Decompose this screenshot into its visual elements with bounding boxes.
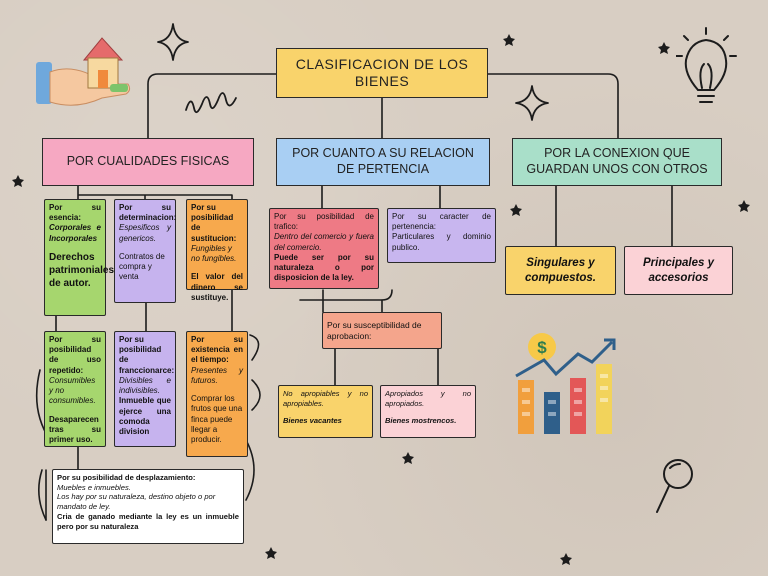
sustitucion-strong: El valor del dinero se sustituye.: [191, 272, 243, 302]
page-title: CLASIFICACION DE LOS BIENES: [276, 48, 488, 98]
fraccion-strong: Inmueble que ejerce una comoda division: [119, 396, 171, 437]
determinacion-body: Espesificos y genericos.: [119, 223, 171, 243]
growth-chart-icon: $: [515, 333, 616, 434]
desplazamiento-strong: Cria de ganado mediante la ley es un inm…: [57, 511, 239, 531]
connector-relacion-bar: [321, 184, 441, 211]
sparkle-icon: [157, 23, 549, 121]
lightbulb-icon: [676, 27, 737, 103]
caracter-head: Por su caracter de pertenencia:: [392, 212, 491, 232]
box-desplazamiento: Por su posibilidad de desplazamiento: Mu…: [52, 469, 244, 544]
existencia-extra: Comprar los frutos que una finca puede l…: [191, 394, 243, 445]
box-sustitucion: Por su posibilidad de sustitucion: Fungi…: [186, 199, 248, 302]
box-caracter: Por su caracter de pertenencia: Particul…: [387, 208, 496, 263]
connector-fisicas-right: [249, 334, 261, 411]
aprobacion-head: Por su susceptibilidad de aprobacion:: [327, 319, 422, 341]
star-icon: [12, 34, 750, 565]
box-aprobacion: Por su susceptibilidad de aprobacion:: [322, 312, 442, 349]
esencia-strong: Derechos patrimoniales de autor.: [49, 251, 115, 289]
determinacion-extra: Contratos de compra y venta: [119, 251, 165, 282]
no-apropiables-strong: Bienes vacantes: [283, 416, 342, 426]
connector-fisicas-down: [45, 439, 255, 521]
box-determinacion: Por su determinacion: Espesificos y gene…: [114, 199, 176, 303]
connector-relacion-mid: [299, 289, 393, 301]
desplazamiento-body1: Muebles e inmuebles.: [57, 482, 131, 492]
determinacion-head: Por su determinacion:: [119, 203, 177, 223]
box-principales: Principales y accesorios: [624, 246, 733, 295]
connector-title-right: [487, 73, 619, 141]
apropiados-body: Apropiados y no apropiados.: [385, 389, 471, 408]
connector-relacion-aprob: [322, 289, 383, 313]
category-relacion: POR CUANTO A SU RELACION DE PERTENCIA: [276, 138, 490, 186]
trafico-head: Por su posibilidad de trafico:: [274, 212, 374, 232]
category-fisicas: POR CUALIDADES FISICAS: [42, 138, 254, 186]
sustitucion-body: Fungibles y no fungibles.: [191, 243, 237, 264]
existencia-head: Por su existencia en el tiempo:: [191, 335, 243, 365]
box-no-apropiables: No apropiables y no apropiables. Bienes …: [278, 385, 373, 438]
existencia-body: Presentes y futuros.: [191, 365, 243, 385]
apropiados-strong: Bienes mostrencos.: [385, 416, 457, 426]
esencia-head: Por su esencia:: [49, 203, 101, 223]
caracter-body: Particulares y dominio publico.: [392, 232, 491, 252]
box-fraccion: Por su posibilidad de franccionarce: Div…: [114, 331, 176, 447]
uso-head: Por su posibilidad de uso repetido:: [49, 335, 101, 375]
fraccion-body: Divisibles e indivisibles.: [119, 375, 171, 396]
box-esencia: Por su esencia: Corporales e Incorporale…: [44, 199, 115, 316]
sustitucion-head: Por su posibilidad de sustitucion:: [191, 203, 237, 243]
spring-doodle-icon: [185, 92, 237, 114]
desplazamiento-body2: Los hay por su naturaleza, destino objet…: [57, 492, 216, 512]
connector-relacion-split: [334, 347, 439, 387]
desplazamiento-head: Por su posibilidad de desplazamiento:: [57, 473, 196, 482]
connector-fisicas-loop: [38, 469, 47, 521]
box-apropiados: Apropiados y no apropiados. Bienes mostr…: [380, 385, 476, 438]
trafico-body: Dentro del comercio y fuera del comercio…: [274, 232, 374, 252]
connector-title-left: [147, 73, 277, 141]
trafico-strong: Puede ser por su naturaleza o por dispos…: [274, 252, 374, 283]
magnifier-icon: [656, 459, 693, 513]
connector-fisicas-columns: [55, 289, 233, 334]
box-existencia: Por su existencia en el tiempo: Presente…: [186, 331, 248, 457]
box-uso: Por su posibilidad de uso repetido: Cons…: [44, 331, 106, 447]
uso-body: Consumibles y no consumibles.: [49, 375, 96, 406]
connector-fisicas-bar: [77, 184, 233, 201]
house-hand-icon: [36, 37, 131, 106]
esencia-body: Corporales e Incorporales: [49, 223, 101, 243]
box-trafico: Por su posibilidad de trafico: Dentro de…: [269, 208, 379, 289]
category-conexion: POR LA CONEXION QUE GUARDAN UNOS CON OTR…: [512, 138, 722, 186]
uso-strong: Desaparecen tras su primer uso.: [49, 414, 101, 445]
fraccion-head: Por su posibilidad de franccionarce:: [119, 335, 175, 375]
no-apropiables-body: No apropiables y no apropiables.: [283, 389, 368, 408]
svg-text:$: $: [537, 338, 547, 357]
box-singulares: Singulares y compuestos.: [505, 246, 616, 295]
